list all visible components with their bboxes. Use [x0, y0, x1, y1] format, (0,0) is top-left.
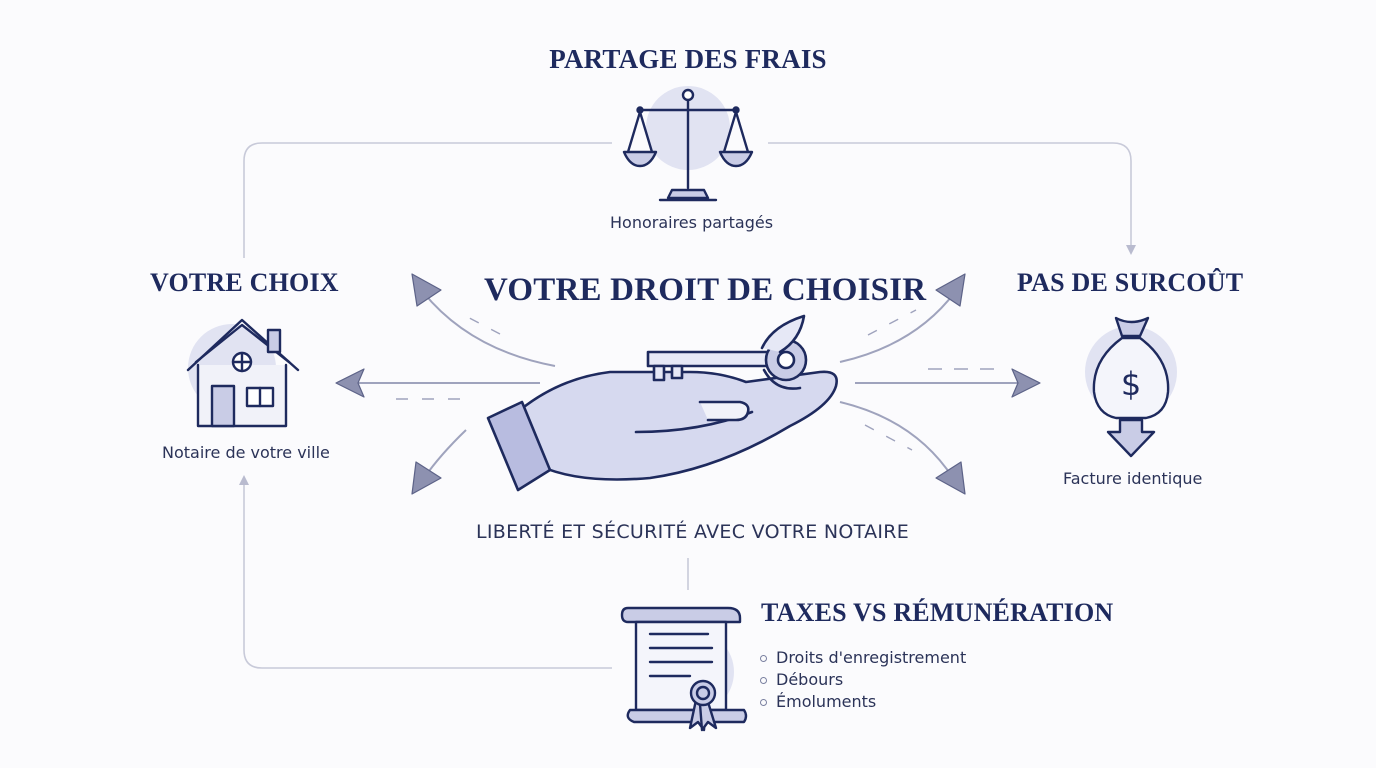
arrow-upper-right-curve	[839, 291, 956, 363]
node-frais-title: PARTAGE DES FRAIS	[549, 44, 827, 74]
connector-bottom-left	[239, 475, 612, 669]
radiating-arrows	[355, 291, 1022, 479]
arrow-upper-left-dash	[457, 311, 501, 335]
arrowhead-lower-right	[935, 461, 966, 495]
bullet-icon	[760, 698, 767, 706]
certificate-scroll-icon	[620, 606, 748, 732]
arrowhead-right	[1011, 368, 1041, 398]
arrowheads	[335, 273, 1041, 495]
bullet-icon	[760, 676, 767, 684]
money-bag-down-icon: $	[1085, 316, 1177, 458]
center-title: VOTRE DROIT DE CHOISIR	[484, 272, 927, 308]
connector-top-left	[243, 142, 612, 258]
list-item-label: Émoluments	[776, 692, 877, 711]
arrowhead-lower-left	[411, 461, 442, 495]
svg-text:$: $	[1121, 365, 1141, 403]
node-frais-caption: Honoraires partagés	[610, 213, 774, 232]
bullet-icon	[760, 654, 767, 662]
arrow-lower-right-curve	[839, 401, 954, 479]
taxes-list: Droits d'enregistrement Débours Émolumen…	[760, 647, 966, 713]
scale-icon	[622, 86, 754, 202]
house-icon	[186, 318, 300, 428]
list-item: Droits d'enregistrement	[760, 647, 966, 669]
hand-with-key-icon	[486, 314, 838, 492]
center-subtitle: LIBERTÉ ET SÉCURITÉ AVEC VOTRE NOTAIRE	[476, 521, 910, 543]
arrow-upper-right-dash	[867, 309, 917, 336]
connector-top-right	[768, 142, 1136, 255]
list-item: Débours	[760, 669, 966, 691]
arrowhead-upper-left	[411, 273, 442, 307]
connector-lines	[239, 142, 1136, 669]
arrowhead-left	[335, 368, 365, 398]
arrow-upper-left-curve	[422, 291, 556, 367]
node-choix-title: VOTRE CHOIX	[150, 268, 339, 297]
arrowhead-upper-right	[935, 273, 966, 307]
node-surcout-title: PAS DE SURCOÛT	[1017, 268, 1244, 297]
list-item-label: Droits d'enregistrement	[776, 648, 967, 667]
node-surcout-caption: Facture identique	[1063, 469, 1203, 488]
node-taxes-title: TAXES VS RÉMUNÉRATION	[761, 598, 1114, 627]
arrow-lower-right-dash	[864, 424, 913, 451]
list-item: Émoluments	[760, 691, 966, 713]
list-item-label: Débours	[776, 670, 844, 689]
node-choix-caption: Notaire de votre ville	[162, 443, 330, 462]
